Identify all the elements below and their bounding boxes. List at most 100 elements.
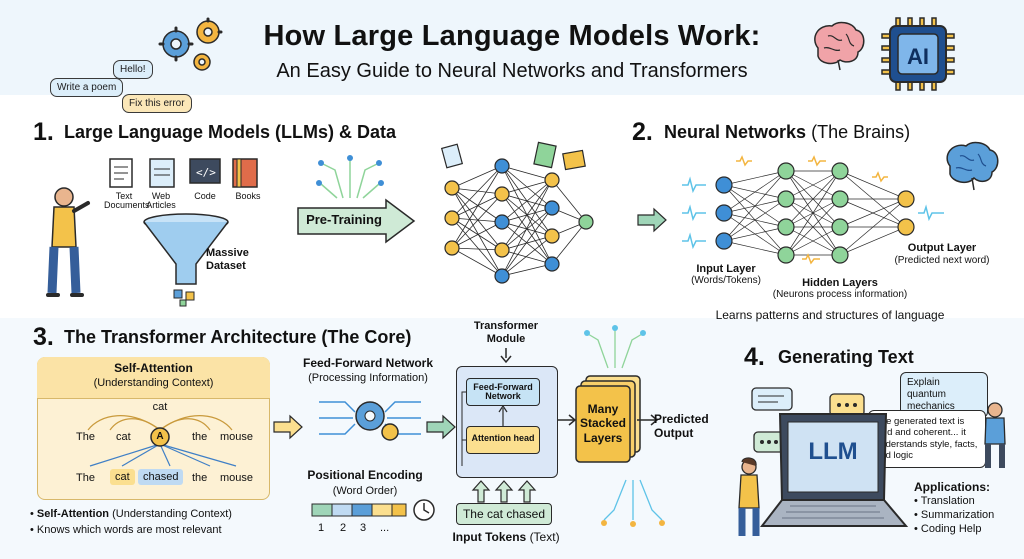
circuit-decor-bottom xyxy=(601,479,665,527)
network-edge xyxy=(723,170,787,186)
module-title: Transformer Module xyxy=(473,320,539,345)
network-edge xyxy=(785,170,841,200)
self-attention-bullet-1: • Self-Attention (Understanding Context) xyxy=(30,508,232,520)
page-subtitle: An Easy Guide to Neural Networks and Tra… xyxy=(276,60,748,82)
application-3: • Coding Help xyxy=(914,523,982,535)
module-flow-arrows xyxy=(461,391,508,466)
laptop-label: LLM xyxy=(808,438,858,465)
network-edge xyxy=(451,187,503,277)
ffn-gear-circuit-icon xyxy=(319,401,421,441)
network-edge xyxy=(451,193,503,219)
network-edge xyxy=(451,165,503,249)
network-edge xyxy=(723,240,787,256)
network-edge xyxy=(839,226,907,256)
attention-lines xyxy=(87,415,237,467)
arrow-to-ffn xyxy=(273,414,303,440)
pos-tick-2: 2 xyxy=(340,522,347,534)
row2-word-4: the xyxy=(192,472,208,484)
hidden-layers-sub: (Neurons process information) xyxy=(772,289,908,300)
bubble-fix-error: Fix this error xyxy=(122,94,192,113)
network-node xyxy=(444,180,460,196)
network-edge xyxy=(451,221,503,249)
arrow-to-stacked xyxy=(557,414,577,426)
network-edge xyxy=(451,187,503,251)
network-node xyxy=(715,232,733,250)
network-edge xyxy=(501,207,553,251)
ai-chip-label: AI xyxy=(907,44,929,69)
bullet1-rest: (Understanding Context) xyxy=(112,508,232,520)
application-3-text: Coding Help xyxy=(920,523,982,535)
positional-encoding-title: Positional Encoding xyxy=(307,468,423,482)
network-node xyxy=(578,214,594,230)
laptop-icon xyxy=(759,413,909,527)
section2-title-light: (The Brains) xyxy=(811,122,911,142)
source-web-articles: Web Articles xyxy=(146,191,176,211)
section3-title: The Transformer Architecture (The Core) xyxy=(64,327,412,347)
data-source-icons: </> xyxy=(109,158,258,188)
application-1-text: Translation xyxy=(920,495,975,507)
stacked-layers-icon xyxy=(575,375,641,463)
bubble-hello: Hello! xyxy=(113,60,153,79)
network-node xyxy=(494,158,510,174)
person-icon xyxy=(46,187,90,297)
source-books: Books xyxy=(235,191,261,201)
man-icon xyxy=(984,402,1006,468)
chat-bubbles-icon xyxy=(751,387,865,453)
pretraining-label: Pre-Training xyxy=(306,212,382,227)
output-layer-sub: (Predicted next word) xyxy=(894,255,990,266)
network-node xyxy=(544,200,560,216)
network-node xyxy=(831,162,849,180)
circuit-decor-top xyxy=(584,325,646,369)
network-edge xyxy=(451,165,503,189)
predicted-output-label: Predicted Output xyxy=(654,412,709,441)
massive-dataset-label: Massive Dataset xyxy=(206,247,249,272)
pos-tick-1: 1 xyxy=(318,522,325,534)
ffn-sub: (Processing Information) xyxy=(308,372,428,384)
section2-title: Neural Networks (The Brains) xyxy=(664,122,910,143)
funnel-icon xyxy=(143,213,229,307)
self-attention-sub: (Understanding Context) xyxy=(93,377,214,389)
gears-icon xyxy=(158,17,223,71)
row2-word-3: chased xyxy=(138,469,184,485)
attention-node-label: A xyxy=(156,431,164,442)
input-token-arrows xyxy=(471,480,537,503)
hidden-layers-label: Hidden Layers xyxy=(802,277,878,289)
network-node xyxy=(897,218,915,236)
network-edge xyxy=(501,235,553,251)
self-attention-header xyxy=(37,357,270,399)
network-node xyxy=(494,268,510,284)
brain-blue-icon xyxy=(946,141,999,191)
woman-icon xyxy=(738,457,760,536)
row1-word-4: mouse xyxy=(220,431,254,443)
network-node xyxy=(777,162,795,180)
network-node xyxy=(715,204,733,222)
network-edge xyxy=(451,217,503,223)
row2-word-2: cat xyxy=(110,469,135,485)
network-edge xyxy=(501,207,553,277)
network-edge xyxy=(785,170,841,228)
section2-caption: Learns patterns and structures of langua… xyxy=(715,308,945,322)
network-node xyxy=(544,172,560,188)
input-tokens-label: Input Tokens xyxy=(452,530,527,544)
ai-chip-icon xyxy=(881,17,955,91)
network-edge xyxy=(451,217,503,277)
application-2-text: Summarization xyxy=(920,509,995,521)
arrow-to-module xyxy=(426,414,456,440)
network-node xyxy=(777,218,795,236)
network-edge xyxy=(785,226,841,256)
arrow-to-output xyxy=(637,414,659,426)
input-tokens-caption: Input Tokens (Text) xyxy=(446,530,566,544)
network-node xyxy=(544,228,560,244)
row2-word-5: mouse xyxy=(220,472,254,484)
network-edge xyxy=(451,217,503,251)
network-edge xyxy=(723,226,787,242)
network-node xyxy=(715,176,733,194)
pos-tick-4: ... xyxy=(380,522,390,534)
network-edge xyxy=(723,198,787,242)
section1-number: 1. xyxy=(33,118,54,146)
network-edge xyxy=(451,187,503,195)
ffn-title: Feed-Forward Network xyxy=(302,356,434,370)
bullet2-text: Knows which words are most relevant xyxy=(36,524,222,536)
module-ffn-label: Feed-Forward Network xyxy=(473,382,533,402)
network-node xyxy=(494,242,510,258)
